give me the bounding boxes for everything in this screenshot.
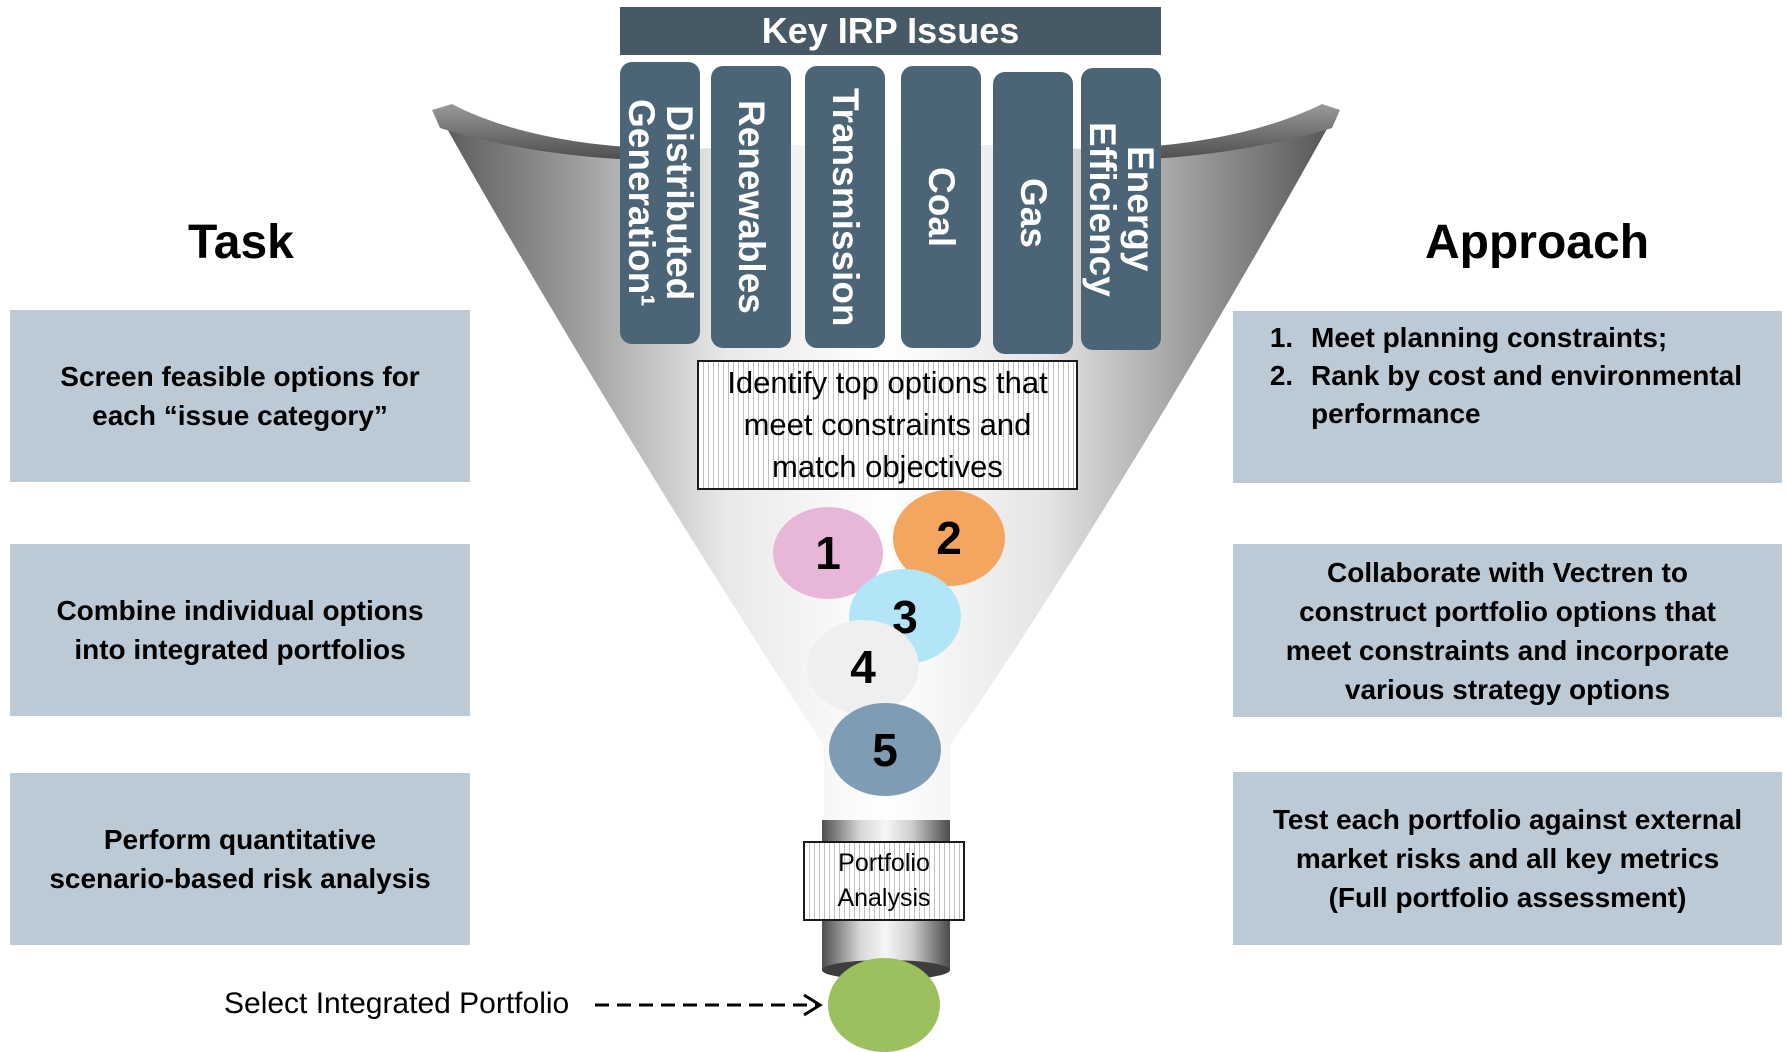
approach-2-line-4: various strategy options bbox=[1344, 673, 1671, 705]
step-4-circle: 4 bbox=[807, 620, 919, 714]
issue-tab-gas: Gas bbox=[993, 72, 1073, 354]
issue-label: Gas bbox=[1013, 178, 1054, 248]
issue-label: Distributed Generation¹ bbox=[621, 99, 700, 307]
issue-tab-transmission: Transmission bbox=[805, 66, 885, 348]
task-box-3: Perform quantitative scenario-based risk… bbox=[10, 773, 470, 945]
approach-3-line-2: market risks and all key metrics bbox=[1295, 843, 1720, 874]
task-1-line-2: each “issue category” bbox=[92, 400, 388, 431]
portfolio-line-1: Portfolio bbox=[838, 849, 930, 877]
select-arrow-head bbox=[803, 993, 823, 1017]
task-2-line-1: Combine individual options bbox=[56, 595, 424, 626]
portfolio-line-2: Analysis bbox=[837, 884, 931, 912]
approach-2-line-3: meet constraints and incorporate bbox=[1285, 634, 1730, 666]
issue-label: Energy Efficiency bbox=[1082, 121, 1161, 297]
task-1-line-1: Screen feasible options for bbox=[60, 361, 420, 392]
approach-list: Meet planning constraints; Rank by cost … bbox=[1253, 319, 1762, 433]
issue-tab-coal: Coal bbox=[901, 66, 981, 348]
step-2-label: 2 bbox=[936, 512, 962, 564]
approach-3-line-3: (Full portfolio assessment) bbox=[1328, 882, 1687, 913]
approach-2-line-2: construct portfolio options that bbox=[1299, 595, 1716, 627]
approach-title: Approach bbox=[1425, 216, 1650, 269]
step-5-label: 5 bbox=[872, 723, 898, 776]
task-3-line-2: scenario-based risk analysis bbox=[49, 863, 431, 894]
approach-list-item-2: Rank by cost and environmental performan… bbox=[1301, 357, 1762, 433]
issue-label: Coal bbox=[921, 166, 962, 248]
approach-2-line-1: Collaborate with Vectren to bbox=[1327, 556, 1688, 588]
approach-3-line-1: Test each portfolio against external bbox=[1272, 804, 1743, 835]
task-2-line-2: into integrated portfolios bbox=[74, 634, 406, 665]
issue-tab-energy-efficiency: Energy Efficiency bbox=[1081, 68, 1161, 350]
task-box-1: Screen feasible options for each “issue … bbox=[10, 310, 470, 482]
issue-label: Renewables bbox=[731, 100, 772, 314]
step-4-label: 4 bbox=[850, 641, 876, 693]
approach-box-1: Meet planning constraints; Rank by cost … bbox=[1233, 311, 1782, 483]
issue-tab-renewables: Renewables bbox=[711, 66, 791, 348]
approach-box-3: Test each portfolio against external mar… bbox=[1233, 772, 1782, 945]
issue-label: Transmission bbox=[825, 87, 866, 327]
issue-tab-distributed-generation: Distributed Generation¹ bbox=[620, 62, 700, 344]
identify-line-1: Identify top options that bbox=[727, 365, 1048, 400]
task-box-2: Combine individual options into integrat… bbox=[10, 544, 470, 716]
key-issues-header: Key IRP Issues bbox=[620, 7, 1161, 55]
identify-line-2: meet constraints and bbox=[743, 407, 1032, 442]
approach-box-2: Collaborate with Vectren to construct po… bbox=[1233, 544, 1782, 717]
integrated-portfolio-circle bbox=[828, 958, 940, 1052]
identify-options-box: Identify top options that meet constrain… bbox=[697, 360, 1078, 490]
step-5-circle: 5 bbox=[829, 703, 941, 796]
step-1-label: 1 bbox=[815, 527, 841, 579]
task-3-line-1: Perform quantitative bbox=[103, 824, 377, 855]
identify-line-3: match objectives bbox=[772, 449, 1003, 484]
approach-list-item-1: Meet planning constraints; bbox=[1301, 319, 1762, 357]
task-title: Task bbox=[188, 216, 294, 269]
select-integrated-portfolio-label: Select Integrated Portfolio bbox=[224, 987, 570, 1020]
portfolio-analysis-box: Portfolio Analysis bbox=[803, 841, 965, 921]
